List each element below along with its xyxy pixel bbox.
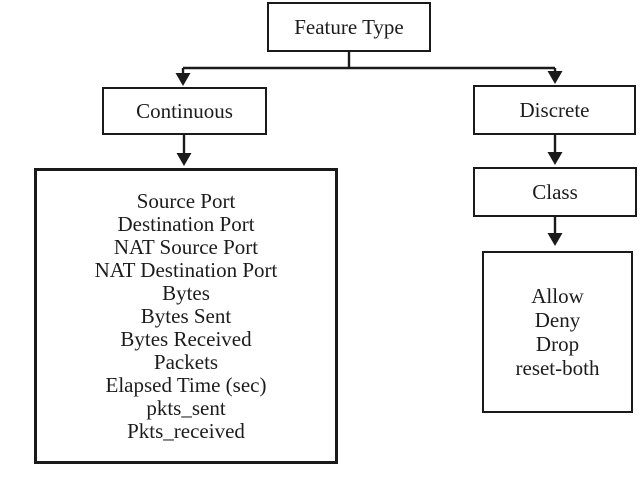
feature-item: pkts_sent (146, 395, 226, 420)
feature-item: Bytes (162, 280, 210, 305)
arrowhead-to-class-icon (547, 152, 563, 165)
node-discrete-label: Discrete (519, 97, 590, 122)
arrowhead-to-continuous-icon (175, 73, 191, 86)
node-continuous-features: Source Port Destination Port NAT Source … (34, 168, 338, 464)
arrowhead-to-values-icon (547, 233, 563, 246)
class-value-item: Drop (535, 332, 580, 356)
feature-item: Pkts_received (127, 418, 245, 443)
feature-item: Packets (153, 349, 219, 374)
node-discrete: Discrete (473, 85, 636, 135)
node-feature-type-label: Feature Type (294, 14, 404, 39)
continuous-feature-list: Source Port Destination Port NAT Source … (94, 188, 278, 443)
class-value-item: reset-both (515, 356, 600, 380)
node-class-label: Class (532, 179, 578, 204)
feature-item: NAT Source Port (113, 234, 259, 259)
feature-item: Destination Port (117, 211, 255, 236)
feature-item: Elapsed Time (sec) (105, 372, 267, 397)
feature-item: Source Port (136, 188, 236, 213)
node-class-values: Allow Deny Drop reset-both (482, 251, 633, 413)
node-feature-type: Feature Type (267, 2, 431, 52)
arrowhead-to-discrete-icon (547, 71, 563, 84)
arrowhead-to-features-icon (176, 153, 192, 166)
feature-item: NAT Destination Port (94, 257, 278, 282)
feature-item: Bytes Received (120, 326, 252, 351)
node-class: Class (473, 167, 637, 217)
node-continuous: Continuous (102, 87, 267, 135)
feature-item: Bytes Sent (140, 303, 232, 328)
class-value-item: Allow (531, 284, 584, 308)
class-value-item: Deny (534, 308, 581, 332)
class-value-list: Allow Deny Drop reset-both (516, 284, 600, 380)
node-continuous-label: Continuous (136, 98, 233, 123)
